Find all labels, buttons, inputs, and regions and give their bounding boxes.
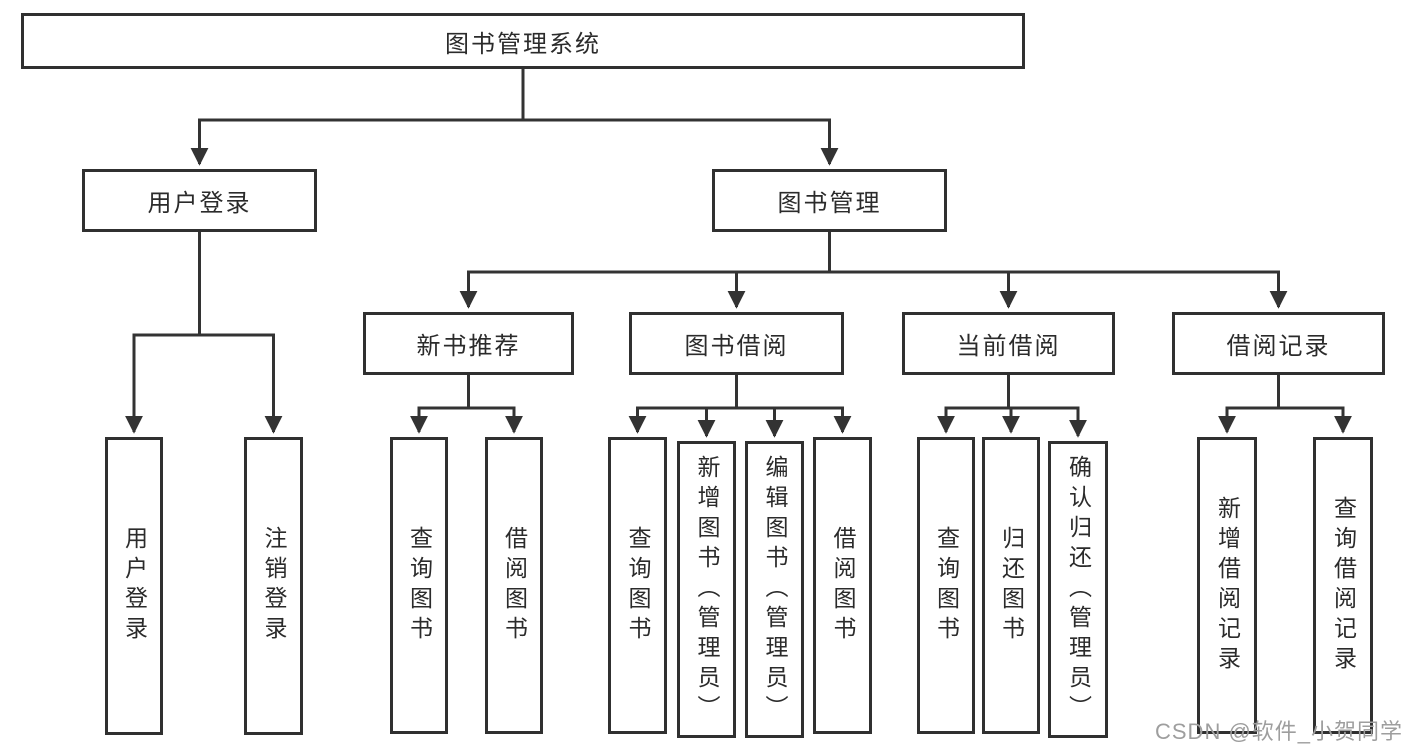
node-add-borrow-record-label: 新增借阅记录: [1214, 495, 1241, 676]
node-confirm-return-admin-label: 确认归还（管理员）: [1065, 454, 1092, 725]
node-root: 图书管理系统: [21, 13, 1025, 69]
connector-book-borrow: [628, 375, 852, 438]
node-add-borrow-record: 新增借阅记录: [1197, 437, 1257, 734]
node-borrow-records: 借阅记录: [1172, 312, 1385, 375]
node-return-books-label: 归还图书: [998, 525, 1025, 646]
node-recommend-query-books-label: 查询图书: [406, 525, 433, 646]
node-user-login-leaf-label: 用户登录: [121, 526, 148, 646]
node-recommend-query-books: 查询图书: [390, 437, 448, 734]
node-add-books-admin: 新增图书（管理员）: [677, 441, 736, 738]
node-edit-books-admin: 编辑图书（管理员）: [745, 441, 804, 738]
node-new-book-recommend: 新书推荐: [363, 312, 574, 375]
node-recommend-borrow-books-label: 借阅图书: [501, 525, 528, 646]
node-current-query-books: 查询图书: [917, 437, 975, 734]
node-borrow-query-books: 查询图书: [608, 437, 667, 734]
connector-user-login: [125, 232, 283, 434]
node-current-borrow: 当前借阅: [902, 312, 1115, 375]
node-confirm-return-admin: 确认归还（管理员）: [1048, 441, 1108, 738]
connector-new-book-recommend: [410, 375, 523, 434]
node-borrow-borrow-books: 借阅图书: [813, 437, 872, 734]
node-recommend-borrow-books: 借阅图书: [485, 437, 543, 734]
node-book-borrow: 图书借阅: [629, 312, 844, 375]
node-borrow-borrow-books-label: 借阅图书: [830, 525, 856, 646]
connector-borrow-records: [1218, 375, 1352, 434]
connector-book-management: [459, 232, 1288, 309]
watermark: CSDN @软件_小贺同学: [1155, 719, 1404, 744]
node-add-books-admin-label: 新增图书（管理员）: [694, 454, 720, 725]
node-borrow-query-books-label: 查询图书: [625, 525, 651, 646]
node-logout-leaf-label: 注销登录: [261, 526, 287, 646]
node-user-login-leaf: 用户登录: [105, 437, 163, 735]
node-return-books: 归还图书: [982, 437, 1040, 734]
node-book-management: 图书管理: [712, 169, 947, 232]
node-user-login: 用户登录: [82, 169, 317, 232]
node-query-borrow-record-label: 查询借阅记录: [1330, 495, 1357, 676]
connector-current-borrow: [937, 375, 1087, 438]
node-logout-leaf: 注销登录: [244, 437, 303, 735]
node-edit-books-admin-label: 编辑图书（管理员）: [762, 454, 788, 725]
node-current-query-books-label: 查询图书: [933, 525, 960, 646]
node-query-borrow-record: 查询借阅记录: [1313, 437, 1373, 734]
connector-root: [190, 68, 839, 166]
